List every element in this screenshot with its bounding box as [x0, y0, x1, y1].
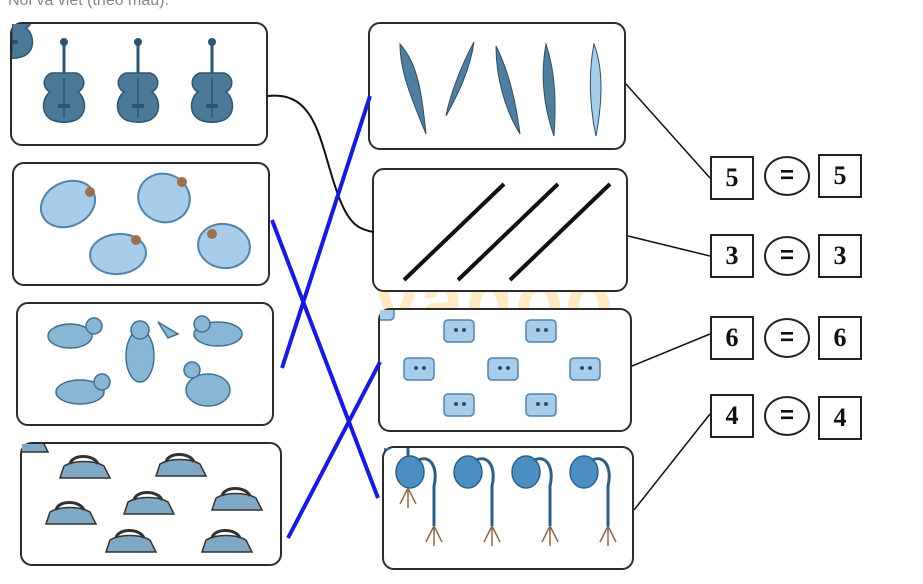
eq1-right-box[interactable]: 5 [818, 154, 862, 198]
feather-icons [399, 41, 602, 137]
eq4-left-box: 4 [710, 394, 754, 438]
line-irons-to-bags [286, 361, 382, 539]
panel-beans[interactable] [12, 162, 270, 286]
eq4-right-box[interactable]: 4 [818, 396, 862, 440]
panel-bags[interactable] [363, 297, 632, 432]
eq3-right-box[interactable]: 6 [818, 316, 862, 360]
line-sprouts-to-eq4 [633, 413, 711, 511]
eq3-left-box: 6 [710, 316, 754, 360]
panel-irons[interactable] [0, 429, 282, 566]
panel-feathers[interactable] [368, 22, 626, 150]
line-birds-to-feathers [280, 95, 372, 369]
eq2-equals-sign: = [764, 236, 810, 276]
eq1-left-box: 5 [710, 156, 754, 200]
stick-icons [402, 182, 612, 282]
panel-sticks[interactable] [372, 168, 628, 292]
line-bags-to-eq3 [631, 333, 711, 367]
line-feathers-to-eq1 [625, 83, 711, 179]
line-sticks-to-eq2 [627, 235, 711, 257]
panel-violins[interactable] [0, 0, 268, 146]
eq1-equals-sign: = [764, 156, 810, 196]
eq2-left-box: 3 [710, 234, 754, 278]
eq2-right-box[interactable]: 3 [818, 234, 862, 278]
eq4-equals-sign: = [764, 396, 810, 436]
bean-icons [39, 172, 251, 276]
bird-icons [47, 315, 243, 407]
line-violins-to-sticks [267, 94, 375, 233]
instruction-text: Nối và viết (theo mẫu): [8, 0, 169, 9]
eq3-equals-sign: = [764, 318, 810, 358]
line-beans-to-irons-cross [270, 219, 380, 499]
panel-birds[interactable] [16, 302, 274, 426]
